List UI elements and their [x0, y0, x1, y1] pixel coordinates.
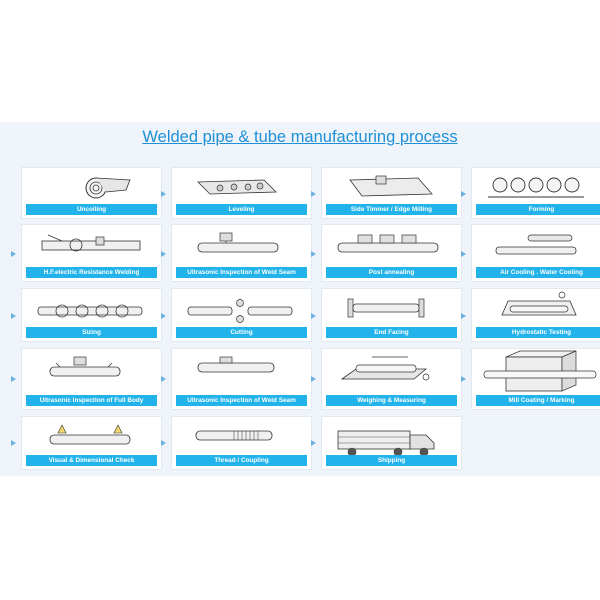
step-label: Sizing — [26, 327, 157, 338]
visual-check-illustration — [49, 424, 131, 445]
flow-arrow-icon — [311, 251, 316, 257]
step-label: End Facing — [326, 327, 457, 338]
step-label: H.F.electric Resistance Welding — [26, 267, 157, 278]
flow-arrow-icon — [461, 251, 466, 257]
ut-weld-seam-illustration — [197, 232, 279, 253]
flow-arrow-icon — [11, 376, 16, 382]
step-label: Post annealing — [326, 267, 457, 278]
step-label: Ultrasonic Inspection of Weld Seam — [176, 267, 307, 278]
step-visual-dimensional-check: Visual & Dimensional Check — [21, 416, 162, 470]
step-weighing-measuring: Weighing & Measuring — [321, 348, 462, 410]
flow-arrow-icon — [461, 376, 466, 382]
step-thread-coupling: Thread / Coupling — [171, 416, 312, 470]
step-label: Weighing & Measuring — [326, 395, 457, 406]
step-sizing: Sizing — [21, 288, 162, 342]
mill-coating-illustration — [483, 350, 597, 392]
step-label: Thread / Coupling — [176, 455, 307, 466]
step-label: Shipping — [326, 455, 457, 466]
step-label: Forming — [476, 204, 600, 215]
weighing-illustration — [340, 356, 430, 381]
uncoiling-illustration — [85, 177, 131, 199]
step-label: Hydrostatic Testing — [476, 327, 600, 338]
step-label: Visual & Dimensional Check — [26, 455, 157, 466]
step-hydrostatic-testing: Hydrostatic Testing — [471, 288, 600, 342]
flow-arrow-icon — [311, 376, 316, 382]
step-air-water-cooling: Air Cooling . Water Cooling — [471, 224, 600, 282]
flow-arrow-icon — [161, 313, 166, 319]
flow-arrow-icon — [311, 313, 316, 319]
step-ut-weld-seam: Ultrasonic Inspection of Weld Seam — [171, 224, 312, 282]
step-end-facing: End Facing — [321, 288, 462, 342]
step-forming: Forming — [471, 167, 600, 219]
step-ut-full-body: Ultrasonic Inspection of Full Body — [21, 348, 162, 410]
step-mill-coating-marking: Mill Coating / Marking — [471, 348, 600, 410]
ut-full-body-illustration — [49, 356, 121, 377]
step-label: Uncoiling — [26, 204, 157, 215]
step-side-trimmer: Side Timmer / Edge Milling — [321, 167, 462, 219]
leveling-illustration — [197, 179, 277, 195]
flow-arrow-icon — [161, 191, 166, 197]
cutting-illustration — [187, 299, 293, 323]
cooling-illustration — [495, 234, 577, 255]
sizing-illustration — [37, 304, 143, 318]
step-label: Leveling — [176, 204, 307, 215]
flow-arrow-icon — [311, 191, 316, 197]
step-leveling: Leveling — [171, 167, 312, 219]
step-cutting: Cutting — [171, 288, 312, 342]
step-label: Side Timmer / Edge Milling — [326, 204, 457, 215]
flow-arrow-icon — [311, 440, 316, 446]
flow-arrow-icon — [11, 251, 16, 257]
step-label: Ultrasonic Inspection of Weld Seam — [176, 395, 307, 406]
side-trimmer-illustration — [349, 175, 433, 197]
ut-weld-seam-2-illustration — [197, 356, 275, 373]
step-label: Ultrasonic Inspection of Full Body — [26, 395, 157, 406]
forming-illustration — [488, 177, 584, 198]
shipping-truck-illustration — [337, 430, 435, 457]
flow-arrow-icon — [161, 376, 166, 382]
step-shipping: Shipping — [321, 416, 462, 470]
flow-arrow-icon — [161, 251, 166, 257]
hf-welding-illustration — [41, 234, 141, 252]
step-ut-weld-seam-2: Ultrasonic Inspection of Weld Seam — [171, 348, 312, 410]
step-hf-welding: H.F.electric Resistance Welding — [21, 224, 162, 282]
flow-arrow-icon — [11, 440, 16, 446]
post-annealing-illustration — [337, 234, 439, 253]
step-label: Air Cooling . Water Cooling — [476, 267, 600, 278]
flow-arrow-icon — [461, 191, 466, 197]
flow-arrow-icon — [161, 440, 166, 446]
end-facing-illustration — [347, 298, 425, 318]
step-label: Mill Coating / Marking — [476, 395, 600, 406]
thread-coupling-illustration — [195, 430, 273, 441]
flow-arrow-icon — [461, 313, 466, 319]
step-label: Cutting — [176, 327, 307, 338]
page-title: Welded pipe & tube manufacturing process — [142, 128, 458, 146]
step-post-annealing: Post annealing — [321, 224, 462, 282]
flow-arrow-icon — [11, 313, 16, 319]
step-uncoiling: Uncoiling — [21, 167, 162, 219]
hydrostatic-illustration — [501, 291, 577, 316]
